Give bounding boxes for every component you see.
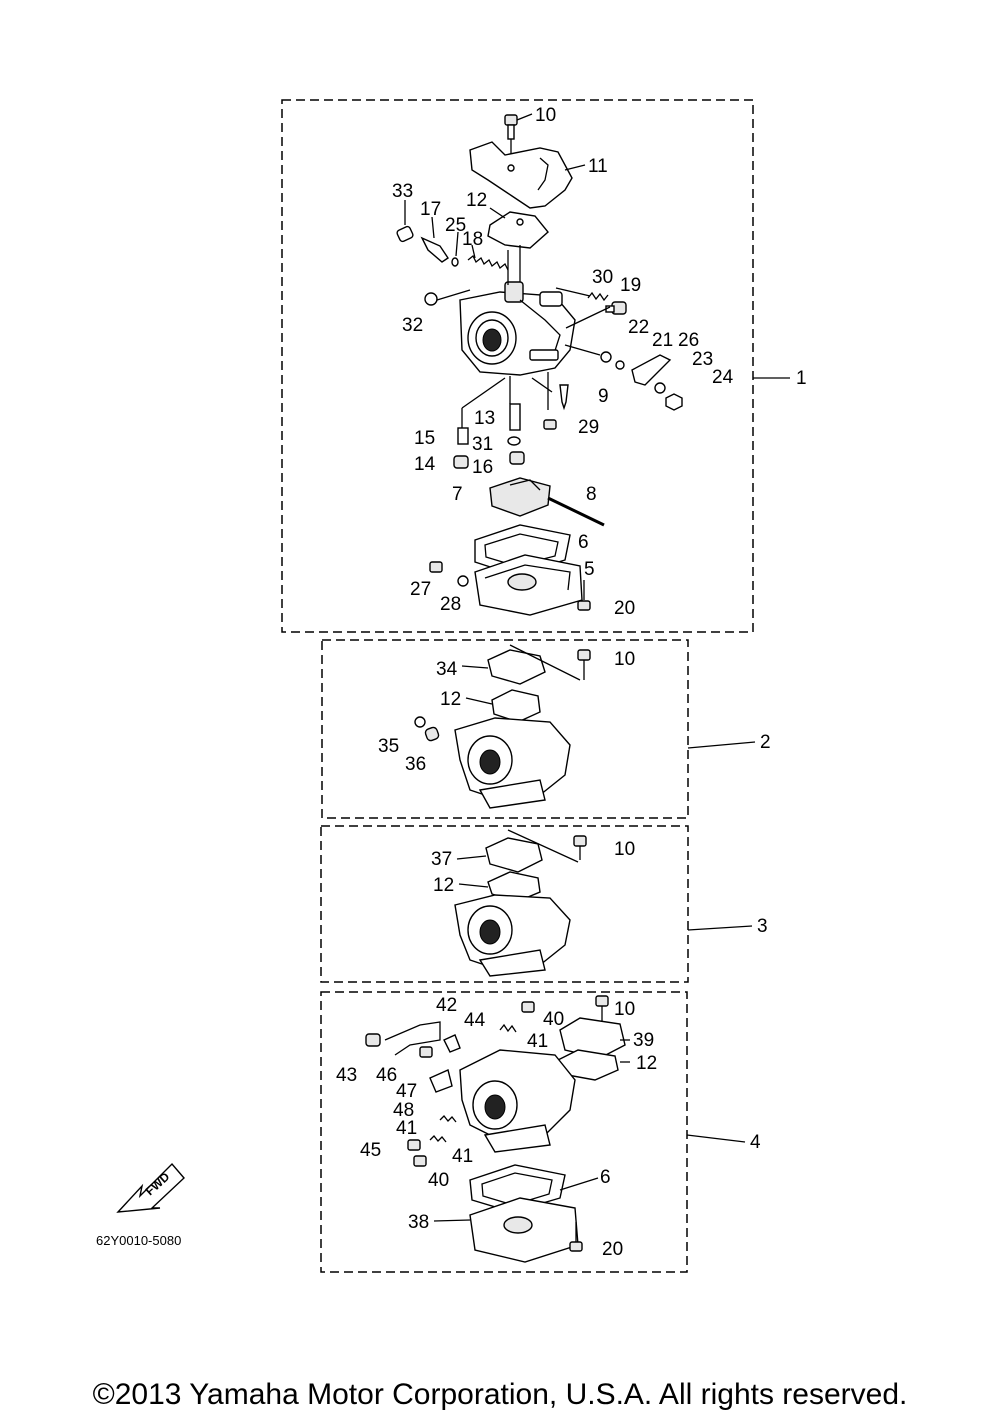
callout: 22 bbox=[628, 317, 649, 338]
assembly-label-4: 4 bbox=[750, 1132, 761, 1153]
callout: 17 bbox=[420, 199, 441, 220]
callout: 39 bbox=[633, 1030, 654, 1051]
assembly-label-2: 2 bbox=[760, 732, 771, 753]
callout-leaders bbox=[433, 665, 630, 1222]
callout: 36 bbox=[405, 754, 426, 775]
callout: 28 bbox=[440, 594, 461, 615]
assembly-label-3: 3 bbox=[757, 916, 768, 937]
callout: 20 bbox=[614, 598, 635, 619]
callout: 12 bbox=[636, 1053, 657, 1074]
callout: 8 bbox=[586, 484, 597, 505]
callout: 42 bbox=[436, 995, 457, 1016]
callout: 14 bbox=[414, 454, 436, 475]
callout: 41 bbox=[527, 1031, 548, 1052]
forward-arrow-icon: FWD bbox=[116, 1162, 185, 1213]
figure-code: 62Y0010-5080 bbox=[96, 1233, 181, 1248]
callout: 15 bbox=[414, 428, 435, 449]
callout: 6 bbox=[600, 1167, 611, 1188]
callout: 10 bbox=[614, 839, 635, 860]
callout: 24 bbox=[712, 367, 734, 388]
callout: 13 bbox=[474, 408, 495, 429]
callout: 5 bbox=[584, 559, 595, 580]
callout: 20 bbox=[602, 1239, 623, 1260]
callout: 10 bbox=[614, 649, 635, 670]
callout: 35 bbox=[378, 736, 399, 757]
callout: 12 bbox=[466, 190, 487, 211]
callout: 32 bbox=[402, 315, 423, 336]
callout: 44 bbox=[464, 1010, 486, 1031]
assembly-2-frame bbox=[321, 639, 689, 819]
callout: 29 bbox=[578, 417, 599, 438]
group-1-parts bbox=[396, 113, 683, 616]
callout: 40 bbox=[428, 1170, 449, 1191]
callout: 30 bbox=[592, 267, 613, 288]
callout: 10 bbox=[535, 105, 556, 126]
callout: 27 bbox=[410, 579, 431, 600]
callout: 6 bbox=[578, 532, 589, 553]
callout: 25 bbox=[445, 215, 466, 236]
group-4-parts bbox=[365, 995, 626, 1263]
callout: 12 bbox=[433, 875, 454, 896]
callout: 21 bbox=[652, 330, 673, 351]
callout: 33 bbox=[392, 181, 413, 202]
group-4-callouts: 42 40 10 44 41 39 43 46 12 47 48 41 45 4… bbox=[336, 995, 657, 1260]
callout: 48 bbox=[393, 1100, 414, 1121]
callout: 10 bbox=[614, 999, 635, 1020]
group-3-parts bbox=[454, 829, 587, 977]
callout: 37 bbox=[431, 849, 452, 870]
callout: 9 bbox=[598, 386, 609, 407]
callout: 11 bbox=[588, 156, 608, 177]
copyright-notice: ©2013 Yamaha Motor Corporation, U.S.A. A… bbox=[92, 1378, 908, 1411]
callout: 26 bbox=[678, 330, 699, 351]
callout: 31 bbox=[472, 434, 493, 455]
group-2-callouts: 34 10 12 35 36 bbox=[378, 649, 635, 775]
callout: 23 bbox=[692, 349, 713, 370]
callout: 45 bbox=[360, 1140, 381, 1161]
callout: 41 bbox=[452, 1146, 473, 1167]
callout: 12 bbox=[440, 689, 461, 710]
callout: 40 bbox=[543, 1009, 564, 1030]
callout: 47 bbox=[396, 1081, 417, 1102]
callout: 41 bbox=[396, 1118, 417, 1139]
callout: 7 bbox=[452, 484, 463, 505]
callout: 43 bbox=[336, 1065, 357, 1086]
assembly-4-frame bbox=[320, 991, 688, 1273]
callout: 19 bbox=[620, 275, 641, 296]
group-2-parts bbox=[414, 644, 591, 809]
group-1-callouts: 10 11 12 33 17 25 18 30 19 32 22 21 26 2… bbox=[392, 105, 734, 619]
callout: 16 bbox=[472, 457, 493, 478]
assembly-1-frame bbox=[281, 99, 754, 633]
callout: 18 bbox=[462, 229, 483, 250]
group-3-callouts: 37 10 12 bbox=[431, 839, 635, 896]
assembly-label-1: 1 bbox=[796, 368, 807, 389]
callout: 38 bbox=[408, 1212, 429, 1233]
callout: 46 bbox=[376, 1065, 397, 1086]
callout: 34 bbox=[436, 659, 458, 680]
assembly-3-frame bbox=[320, 825, 689, 983]
